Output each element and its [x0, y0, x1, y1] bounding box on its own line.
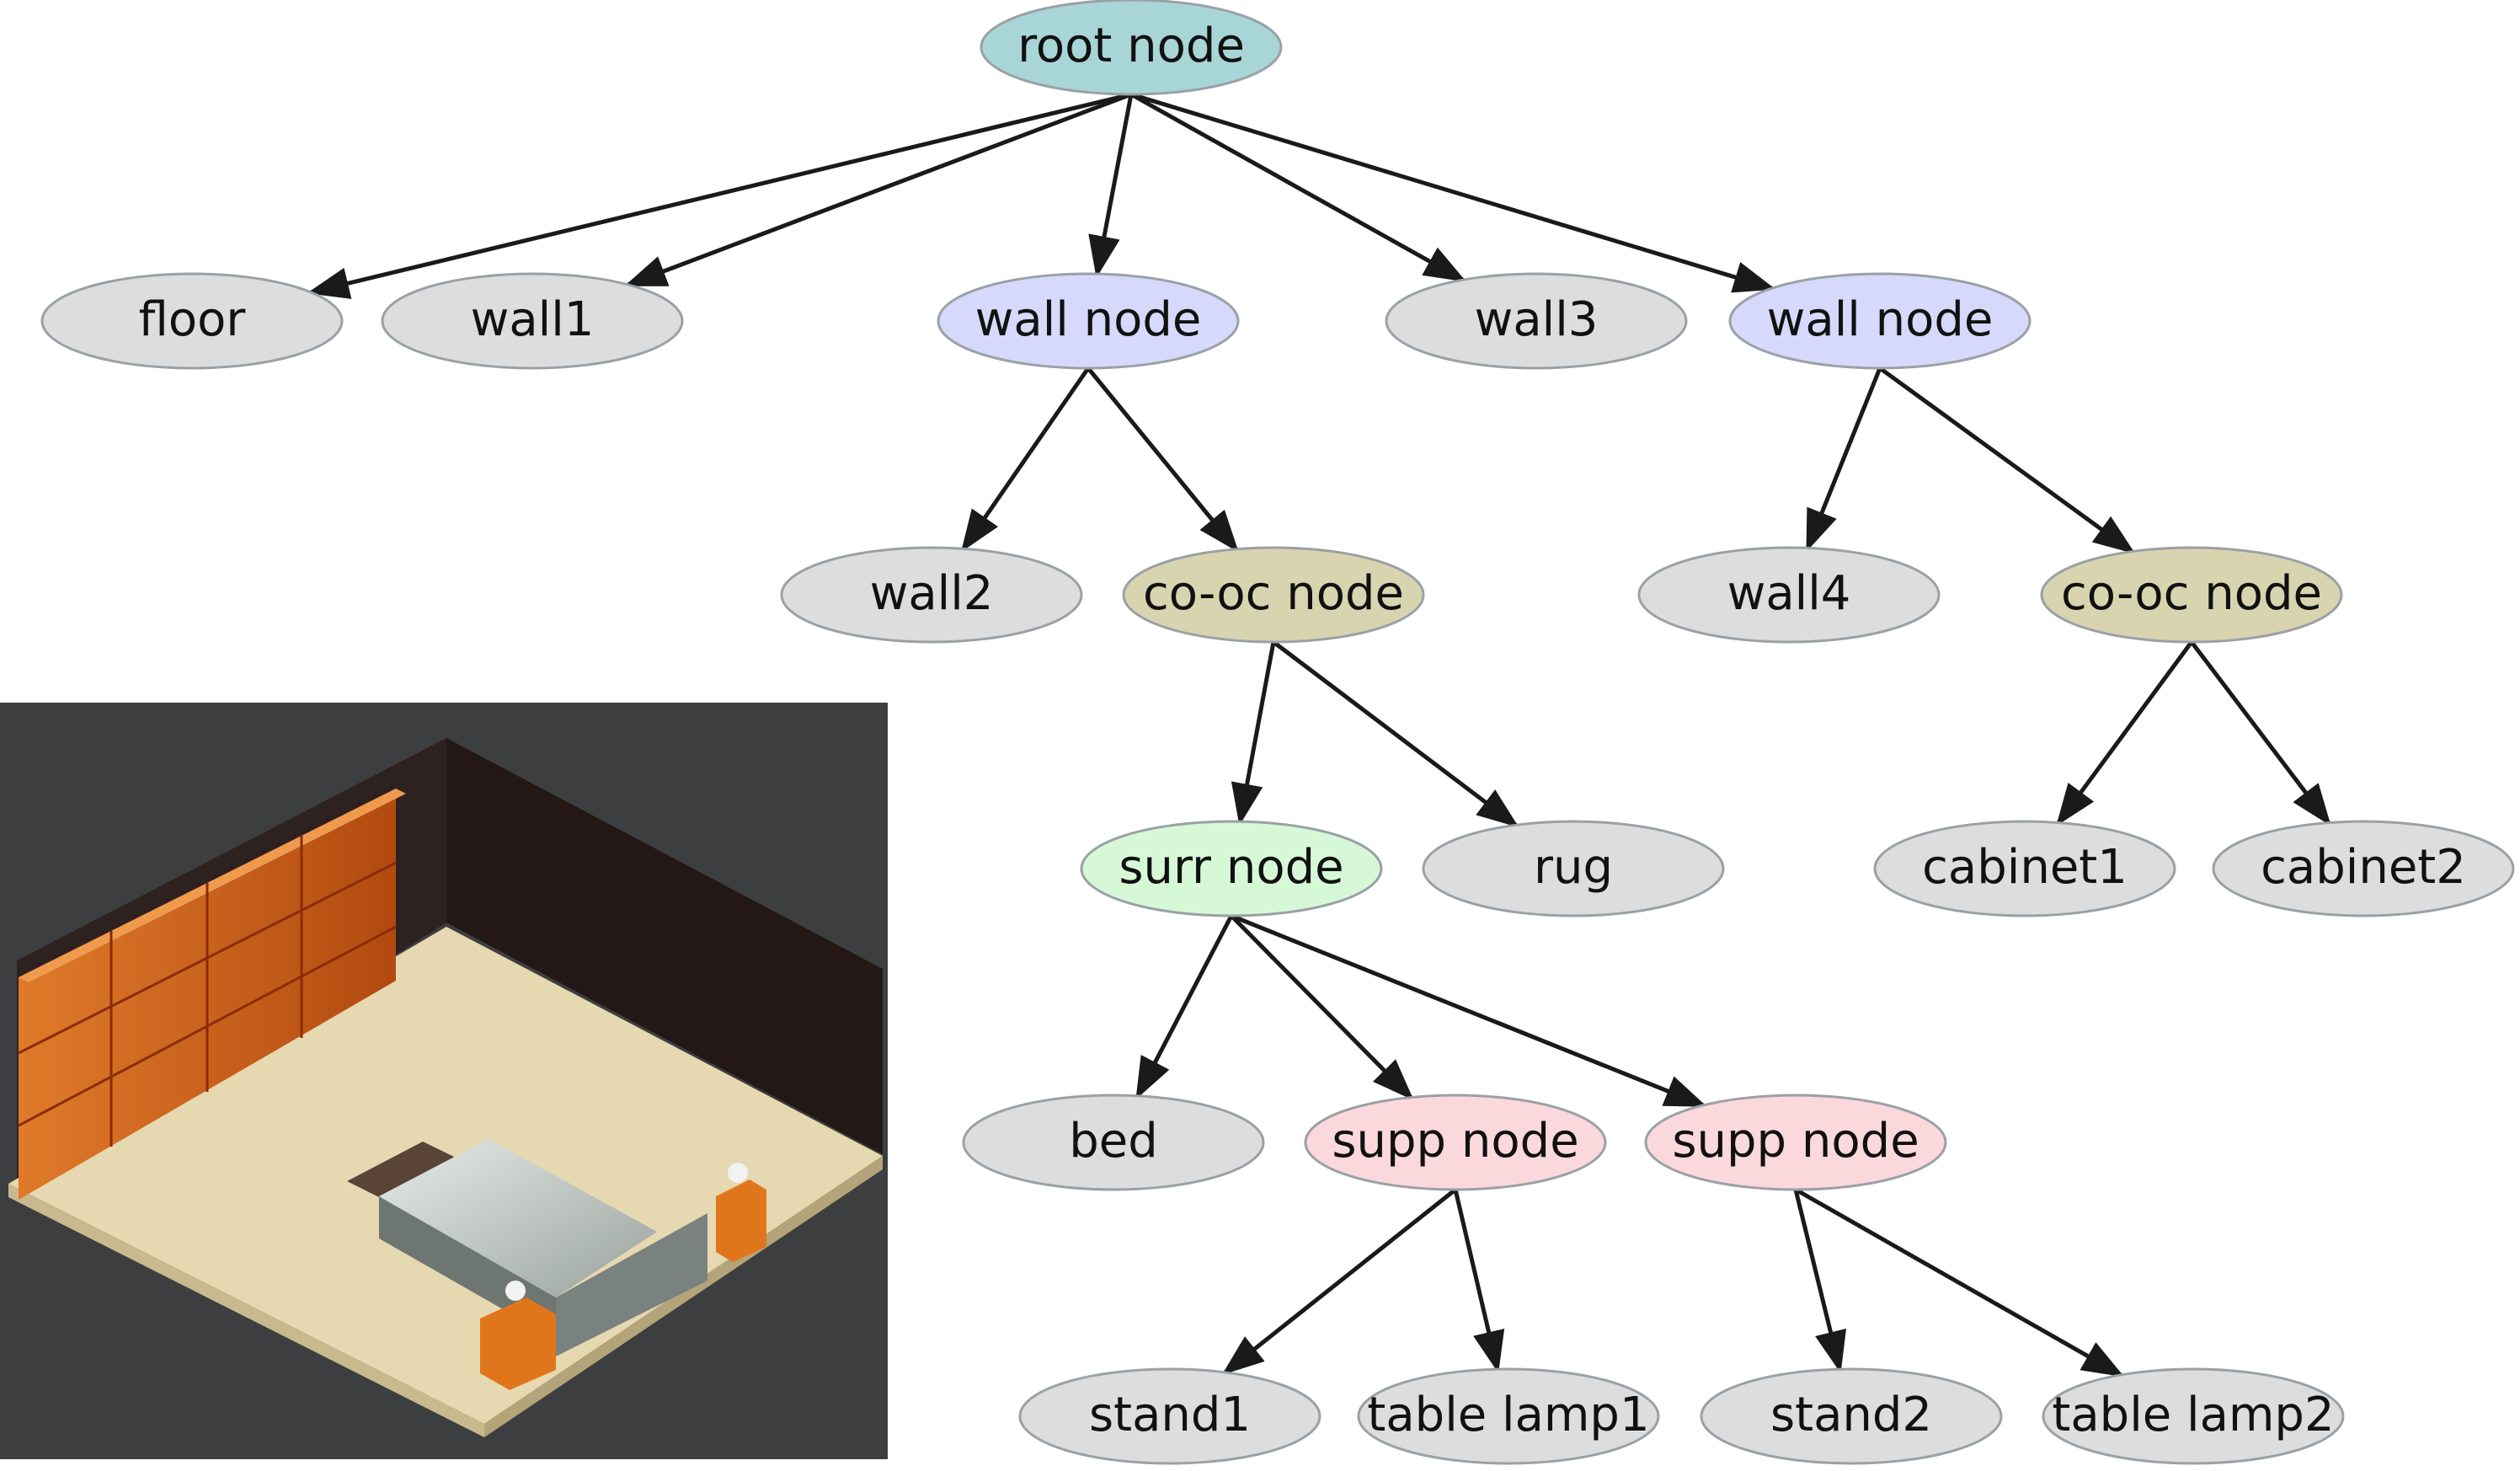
edge-wallnode2-to-wall4 [1805, 367, 1882, 553]
edge-supp1-to-stand1 [1221, 1188, 1457, 1376]
node-ellipse-stand2 [1700, 1367, 2003, 1465]
node-ellipse-stand1 [1018, 1367, 1321, 1465]
node-ellipse-lamp1 [1357, 1367, 1660, 1465]
node-surr: surr node [1080, 820, 1383, 917]
render-bed-front [379, 1196, 556, 1340]
node-wall2: wall2 [780, 546, 1083, 644]
node-label-cooc2: co-oc node [2061, 566, 2322, 621]
bedroom-scene-render [0, 703, 888, 1459]
node-label-floor: floor [139, 292, 247, 347]
node-label-supp2: supp node [1672, 1114, 1919, 1169]
nodes-layer: root node floor wall1 wall node wall3 wall no… [40, 0, 2515, 1465]
edge-root-to-wallnode2 [1130, 92, 1776, 293]
node-ellipse-root [980, 0, 1283, 96]
node-wallnode2: wall node [1728, 272, 2031, 370]
node-ellipse-lamp2 [2042, 1367, 2345, 1465]
node-cooc2: co-oc node [2040, 546, 2343, 644]
node-label-cabinet1: cabinet1 [1922, 840, 2128, 895]
edge-cooc1-to-rug [1272, 640, 1519, 828]
node-label-supp1: supp node [1332, 1114, 1578, 1169]
render-bed-headboard [556, 1213, 707, 1356]
node-label-lamp1: table lamp1 [1367, 1388, 1649, 1442]
render-lamp-right [728, 1163, 748, 1183]
node-floor: floor [40, 272, 344, 370]
edge-supp2-to-stand2 [1793, 1189, 1847, 1374]
node-ellipse-cabinet1 [1873, 820, 2176, 917]
node-ellipse-wall3 [1385, 272, 1688, 370]
node-lamp1: table lamp1 [1357, 1367, 1660, 1465]
node-ellipse-floor [40, 272, 344, 370]
node-label-stand2: stand2 [1770, 1388, 1932, 1442]
node-root: root node [980, 0, 1283, 96]
node-supp1: supp node [1304, 1094, 1607, 1191]
edge-wallnode2-to-cooc2 [1878, 366, 2136, 554]
node-lamp2: table lamp2 [2042, 1367, 2345, 1465]
node-stand2: stand2 [1700, 1367, 2003, 1465]
node-cabinet2: cabinet2 [2212, 820, 2515, 917]
node-cooc1: co-oc node [1122, 546, 1425, 644]
node-bed: bed [962, 1094, 1265, 1191]
edge-root-to-wallnode1 [1088, 94, 1134, 279]
node-label-wallnode2: wall node [1767, 292, 1994, 347]
node-ellipse-bed [962, 1094, 1265, 1191]
node-label-lamp2: table lamp2 [2052, 1388, 2334, 1442]
edge-wallnode1-to-cooc1 [1086, 366, 1239, 553]
node-wall4: wall4 [1637, 546, 1941, 644]
node-ellipse-wallnode1 [937, 272, 1240, 370]
node-label-wall1: wall1 [471, 292, 595, 347]
node-supp2: supp node [1644, 1094, 1947, 1191]
render-cabinet-top [19, 789, 406, 982]
edge-cooc2-to-cabinet2 [2190, 640, 2331, 826]
node-cabinet1: cabinet1 [1873, 820, 2176, 917]
node-label-cooc1: co-oc node [1143, 566, 1404, 621]
node-ellipse-supp2 [1644, 1094, 1947, 1191]
edge-supp2-to-lamp2 [1794, 1187, 2125, 1377]
edge-root-to-wall3 [1129, 92, 1467, 282]
node-ellipse-cooc2 [2040, 546, 2343, 644]
render-lamp-left [505, 1281, 526, 1301]
edge-wallnode1-to-wall2 [960, 366, 1091, 553]
node-label-surr: surr node [1119, 840, 1343, 895]
node-rug: rug [1422, 820, 1725, 917]
node-wall1: wall1 [381, 272, 684, 370]
node-label-wall3: wall3 [1475, 292, 1599, 347]
edge-surr-to-supp2 [1231, 913, 1707, 1108]
render-stand-left [480, 1297, 556, 1390]
render-stand-right [716, 1179, 766, 1262]
edge-surr-to-supp1 [1230, 914, 1414, 1101]
edge-cooc1-to-surr [1231, 641, 1276, 826]
node-label-root: root node [1017, 19, 1245, 73]
render-back-wall-right [446, 738, 883, 1154]
node-ellipse-supp1 [1304, 1094, 1607, 1191]
edge-root-to-wall1 [624, 92, 1132, 287]
node-ellipse-wall2 [780, 546, 1083, 644]
edge-surr-to-bed [1135, 914, 1234, 1100]
node-label-wallnode1: wall node [975, 292, 1202, 347]
node-ellipse-surr [1080, 820, 1383, 917]
node-wallnode1: wall node [937, 272, 1240, 370]
node-label-rug: rug [1534, 840, 1613, 895]
node-wall3: wall3 [1385, 272, 1688, 370]
node-label-wall4: wall4 [1727, 566, 1851, 621]
node-ellipse-wall4 [1637, 546, 1941, 644]
render-floor-edge-left [8, 1184, 484, 1437]
node-label-wall2: wall2 [870, 566, 994, 621]
node-ellipse-cabinet2 [2212, 820, 2515, 917]
node-ellipse-cooc1 [1122, 546, 1425, 644]
edge-supp1-to-lamp1 [1453, 1189, 1505, 1374]
render-floor-edge-right [484, 1156, 883, 1437]
edge-cooc2-to-cabinet1 [2056, 640, 2194, 826]
node-ellipse-rug [1422, 820, 1725, 917]
edges-layer [307, 92, 2331, 1377]
node-stand1: stand1 [1018, 1367, 1321, 1465]
node-label-bed: bed [1069, 1114, 1158, 1169]
node-label-stand1: stand1 [1089, 1388, 1251, 1442]
node-label-cabinet2: cabinet2 [2261, 840, 2466, 895]
edge-root-to-floor [307, 92, 1132, 299]
node-ellipse-wallnode2 [1728, 272, 2031, 370]
render-bed-top [379, 1139, 657, 1297]
node-ellipse-wall1 [381, 272, 684, 370]
render-cabinet-lines [18, 836, 397, 1147]
